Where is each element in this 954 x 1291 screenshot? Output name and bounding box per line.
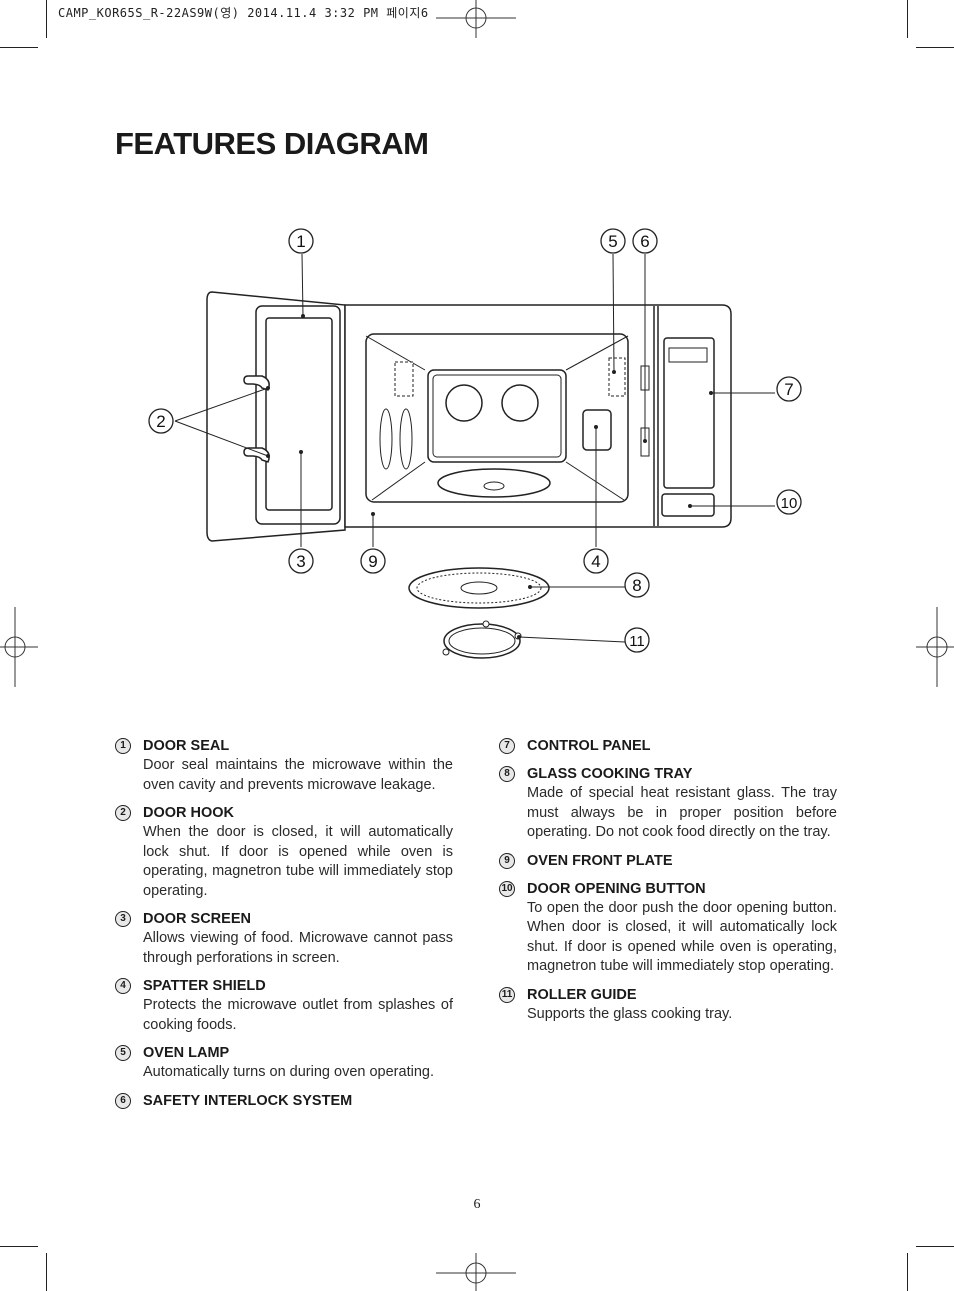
page-title: FEATURES DIAGRAM xyxy=(115,126,429,161)
item-title: DOOR OPENING BUTTON xyxy=(527,880,706,897)
item-number: 8 xyxy=(499,766,515,782)
item-description: When the door is closed, it will automat… xyxy=(143,824,453,899)
item-number: 10 xyxy=(499,880,515,897)
item-number: 1 xyxy=(115,738,131,754)
item-description: Door seal maintains the microwave within… xyxy=(143,757,453,793)
feature-item-door-seal: 1 DOOR SEAL Door seal maintains the micr… xyxy=(115,737,453,795)
item-description: Supports the glass cooking tray. xyxy=(527,1005,733,1022)
feature-item-oven-lamp: 5 OVEN LAMP Automatically turns on durin… xyxy=(115,1044,453,1083)
glass-tray-illustration xyxy=(408,567,550,609)
item-number: 4 xyxy=(115,978,131,994)
feature-item-control-panel: 7 CONTROL PANEL xyxy=(499,737,837,756)
feature-item-door-hook: 2 DOOR HOOK When the door is closed, it … xyxy=(115,804,453,901)
callout-8: 8 xyxy=(624,572,650,598)
item-title: OVEN FRONT PLATE xyxy=(527,852,673,869)
crop-mark xyxy=(916,47,954,48)
callout-7: 7 xyxy=(776,376,802,402)
item-title: GLASS COOKING TRAY xyxy=(527,766,693,782)
item-number: 3 xyxy=(115,911,131,927)
item-description: Allows viewing of food. Microwave cannot… xyxy=(143,930,453,966)
item-description: Protects the microwave outlet from splas… xyxy=(143,997,453,1033)
crop-mark xyxy=(0,47,38,48)
crop-mark xyxy=(46,1253,47,1291)
callout-10: 10 xyxy=(776,489,802,515)
crop-mark xyxy=(907,1253,908,1291)
svg-text:1: 1 xyxy=(296,232,305,251)
item-title: DOOR HOOK xyxy=(143,805,235,821)
callout-6: 6 xyxy=(632,228,658,254)
feature-item-door-opening-button: 10 DOOR OPENING BUTTON To open the door … xyxy=(499,880,837,977)
item-title: SPATTER SHIELD xyxy=(143,978,266,994)
callout-2: 2 xyxy=(148,408,174,434)
svg-text:11: 11 xyxy=(629,633,645,650)
item-title: DOOR SEAL xyxy=(143,738,230,754)
callout-9: 9 xyxy=(360,548,386,574)
leader-lines xyxy=(174,253,775,643)
callout-5: 5 xyxy=(600,228,626,254)
item-description: To open the door push the door opening b… xyxy=(527,899,837,975)
feature-item-safety-interlock: 6 SAFETY INTERLOCK SYSTEM xyxy=(115,1092,453,1111)
svg-text:8: 8 xyxy=(632,576,641,595)
crop-mark xyxy=(916,1246,954,1247)
item-description: Automatically turns on during oven opera… xyxy=(143,1064,434,1080)
callout-3: 3 xyxy=(288,548,314,574)
item-title: SAFETY INTERLOCK SYSTEM xyxy=(143,1092,353,1109)
feature-list-left: 1 DOOR SEAL Door seal maintains the micr… xyxy=(115,737,453,1120)
crop-mark xyxy=(0,1246,38,1247)
svg-text:6: 6 xyxy=(640,232,649,251)
feature-item-oven-front-plate: 9 OVEN FRONT PLATE xyxy=(499,852,837,871)
item-number: 7 xyxy=(499,738,515,754)
item-number: 6 xyxy=(115,1092,131,1109)
item-number: 9 xyxy=(499,852,515,869)
item-description: Made of special heat resistant glass. Th… xyxy=(527,785,837,840)
crop-mark xyxy=(46,0,47,38)
svg-text:4: 4 xyxy=(591,552,600,571)
oven-cavity-illustration xyxy=(344,304,732,528)
svg-text:10: 10 xyxy=(781,495,798,512)
door-illustration xyxy=(206,291,346,542)
feature-item-spatter-shield: 4 SPATTER SHIELD Protects the microwave … xyxy=(115,977,453,1035)
feature-item-glass-tray: 8 GLASS COOKING TRAY Made of special hea… xyxy=(499,765,837,843)
item-number: 5 xyxy=(115,1045,131,1061)
svg-text:9: 9 xyxy=(368,552,377,571)
feature-item-roller-guide: 11 ROLLER GUIDE Supports the glass cooki… xyxy=(499,986,837,1025)
item-title: DOOR SCREEN xyxy=(143,911,251,927)
svg-text:2: 2 xyxy=(156,412,165,431)
print-slug: CAMP_KOR65S_R-22AS9W(영) 2014.11.4 3:32 P… xyxy=(58,6,429,20)
callout-1: 1 xyxy=(288,228,314,254)
svg-text:3: 3 xyxy=(296,552,305,571)
crop-mark xyxy=(907,0,908,38)
item-title: ROLLER GUIDE xyxy=(527,986,637,1003)
feature-list-right: 7 CONTROL PANEL 8 GLASS COOKING TRAY Mad… xyxy=(499,737,837,1033)
page-number: 6 xyxy=(473,1197,481,1212)
item-title: CONTROL PANEL xyxy=(527,738,651,754)
feature-item-door-screen: 3 DOOR SCREEN Allows viewing of food. Mi… xyxy=(115,910,453,968)
roller-guide-illustration xyxy=(442,620,522,659)
item-number: 11 xyxy=(499,986,515,1003)
svg-text:7: 7 xyxy=(784,380,793,399)
callout-11: 11 xyxy=(624,627,650,653)
item-number: 2 xyxy=(115,805,131,821)
svg-text:5: 5 xyxy=(608,232,617,251)
item-title: OVEN LAMP xyxy=(143,1045,230,1061)
callout-4: 4 xyxy=(583,548,609,574)
